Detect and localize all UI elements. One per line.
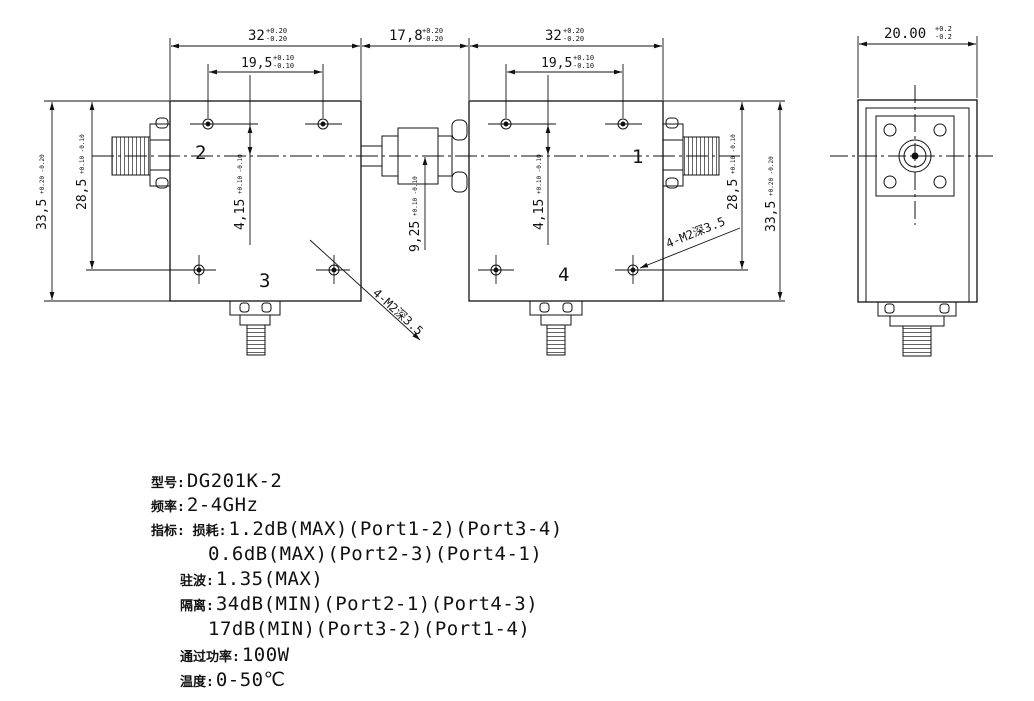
dim-height-right-tol: +0.20 -0.20 (768, 156, 775, 196)
dim-hole-height-right-tol: +0.10 -0.10 (730, 134, 737, 174)
dim-height-right: 33,5 (764, 201, 779, 232)
dim-hole-spacing-left-tol-minus: -0.10 (273, 62, 294, 70)
dim-center-mid-tol: +0.10 -0.10 (412, 176, 419, 216)
dim-hole-height-left-tol: +0.10 -0.10 (79, 134, 86, 174)
dim-width-left-tol-plus: +0.20 (266, 27, 287, 35)
dim-center-mid: 9,25 (408, 221, 423, 252)
port-label-1: 1 (632, 146, 643, 168)
hole-callout-left: 4-M2深3.5 (370, 286, 426, 338)
left-sma-connector (111, 117, 171, 189)
dim-center-right-tol: +0.10 -0.10 (536, 154, 543, 194)
dim-width-left: 32 (248, 28, 265, 44)
dimension-lines (44, 36, 978, 341)
dim-gap: 17,8 (389, 28, 423, 44)
dim-gap-tol-plus: +0.20 (422, 27, 443, 35)
port-label-4: 4 (558, 264, 569, 286)
dim-center-left: 4,15 (233, 199, 248, 230)
dim-height-left: 33,5 (35, 199, 50, 230)
dim-height-left-tol: +0.20 -0.20 (39, 154, 46, 194)
dim-hole-spacing-right-tol-plus: +0.10 (573, 54, 594, 62)
dim-side-width-tol-minus: -0.2 (935, 33, 952, 41)
left-bottom-connector (229, 300, 281, 356)
right-bottom-connector (529, 300, 583, 356)
right-sma-connector (662, 117, 720, 189)
dim-side-width: 20.00 (884, 26, 926, 42)
dim-width-right: 32 (545, 28, 562, 44)
dim-width-left-tol-minus: -0.20 (266, 35, 287, 43)
dim-hole-spacing-right-tol-minus: -0.10 (573, 62, 594, 70)
dim-hole-height-left: 28,5 (75, 179, 90, 210)
dim-side-width-tol-plus: +0.2 (935, 25, 952, 33)
port-label-3: 3 (259, 270, 270, 292)
dimension-text: 32 +0.20 -0.20 17,8 +0.20 -0.20 32 +0.20… (35, 25, 952, 338)
center-lines (92, 123, 740, 284)
dim-hole-spacing-left-tol-plus: +0.10 (273, 54, 294, 62)
dim-gap-tol-minus: -0.20 (422, 35, 443, 43)
dim-center-left-tol: +0.10 -0.10 (237, 154, 244, 194)
side-view (830, 85, 995, 357)
dim-width-right-tol-plus: +0.20 (563, 27, 584, 35)
dim-hole-spacing-right: 19,5 (541, 56, 572, 71)
dim-hole-height-right: 28,5 (726, 179, 741, 210)
dim-center-right: 4,15 (532, 199, 547, 230)
port-label-2: 2 (195, 142, 206, 164)
dim-hole-spacing-left: 19,5 (241, 56, 272, 71)
middle-joiner (361, 119, 468, 193)
dim-width-right-tol-minus: -0.20 (563, 35, 584, 43)
